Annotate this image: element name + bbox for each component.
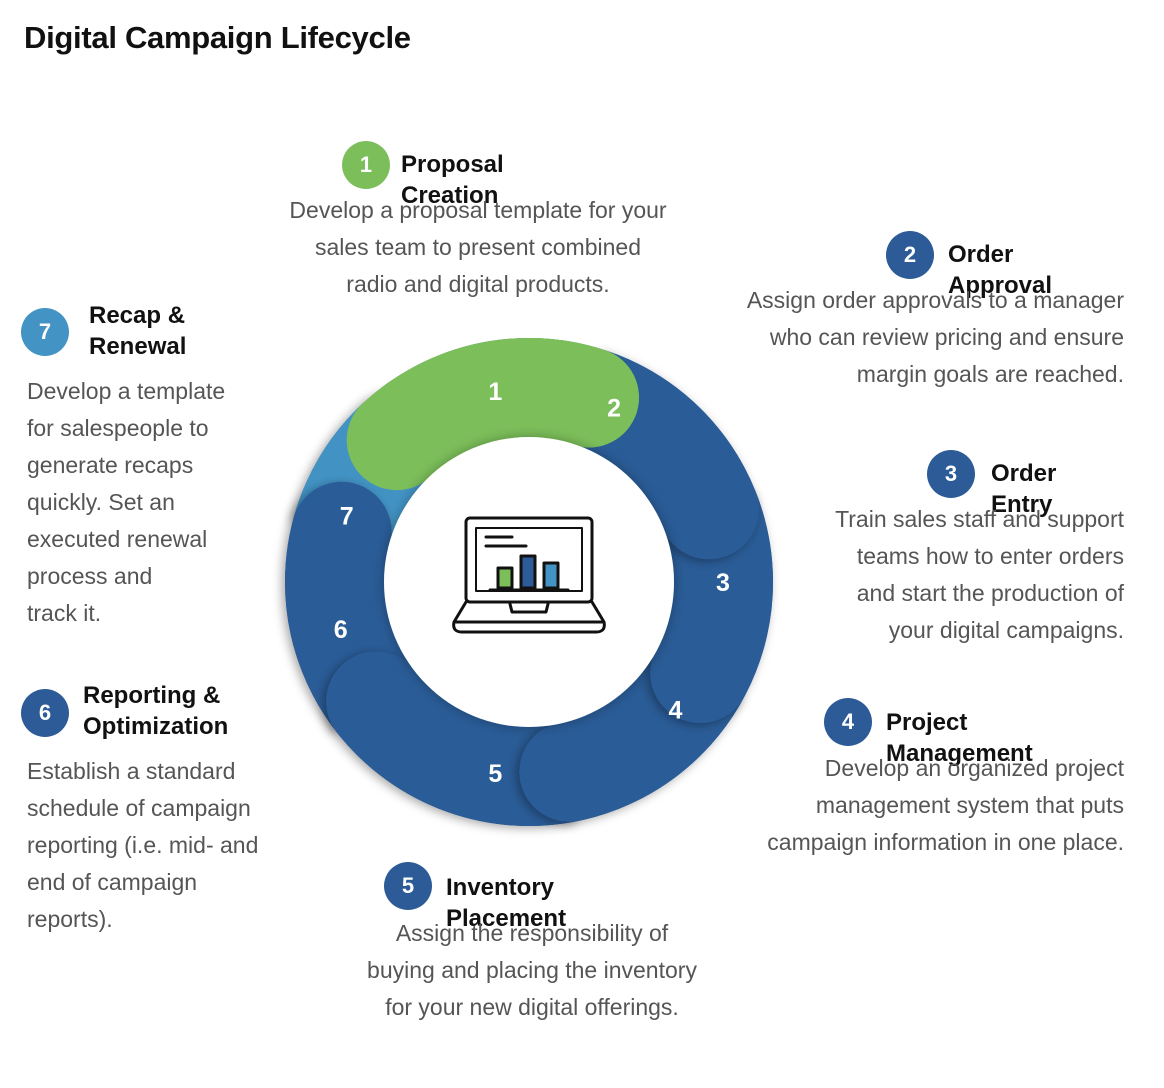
step-1-description: Develop a proposal template for your sal… xyxy=(289,197,667,297)
ring-number-2: 2 xyxy=(607,395,621,423)
step-5-description: Assign the responsibility of buying and … xyxy=(367,920,697,1020)
step-6-badge: 6 xyxy=(21,689,69,737)
step-5-title: Inventory Placement xyxy=(446,874,567,932)
step-2-badge: 2 xyxy=(886,231,934,279)
step-4-badge: 4 xyxy=(824,698,872,746)
step-3-description: Train sales staff and support teams how … xyxy=(835,506,1124,643)
ring-number-6: 6 xyxy=(334,616,348,644)
ring-number-7: 7 xyxy=(340,503,354,531)
step-6-title: Reporting & Optimization xyxy=(83,682,229,740)
step-3-badge: 3 xyxy=(927,450,975,498)
ring-segment-5 xyxy=(326,651,580,826)
step-5-badge: 5 xyxy=(384,862,432,910)
step-7-description: Develop a template for salespeople to ge… xyxy=(27,378,226,626)
step-1-badge: 1 xyxy=(342,141,390,189)
ring-segments: 1 2 3 4 5 6 7 xyxy=(284,337,773,826)
step-1-title: Proposal Creation xyxy=(401,151,504,209)
step-2-title: Order Approval xyxy=(948,241,1053,299)
step-6-description: Establish a standard schedule of campaig… xyxy=(27,758,259,932)
page-title: Digital Campaign Lifecycle xyxy=(24,20,411,55)
step-2-description: Assign order approvals to a manager who … xyxy=(746,287,1124,387)
step-4-description: Develop an organized project management … xyxy=(767,755,1124,855)
ring-number-3: 3 xyxy=(716,569,730,597)
ring-number-4: 4 xyxy=(668,696,682,724)
step-7-badge: 7 xyxy=(21,308,69,356)
ring-number-5: 5 xyxy=(488,760,502,788)
ring-segment-1-top xyxy=(346,337,639,491)
laptop-bar-chart-icon xyxy=(452,516,606,634)
step-4-title: Project Management xyxy=(886,709,1033,767)
step-7-title: Recap & Renewal xyxy=(89,302,187,360)
step-3-title: Order Entry xyxy=(991,460,1057,518)
ring-number-1: 1 xyxy=(488,378,502,406)
